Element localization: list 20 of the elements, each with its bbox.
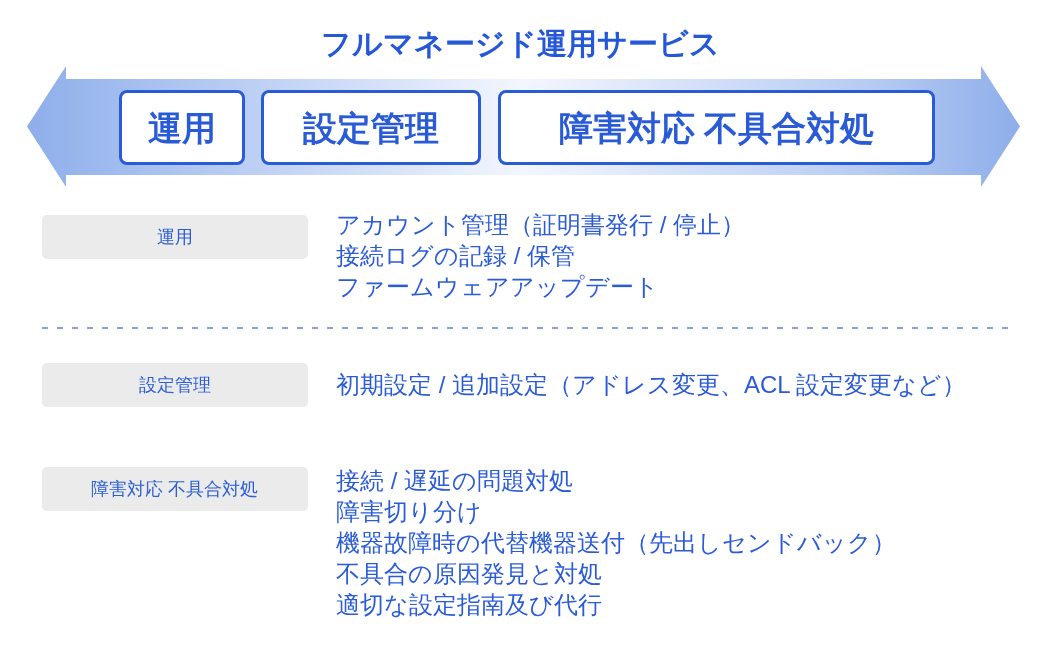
double-arrow-band (27, 66, 1020, 187)
description-text: 適切な設定指南及び代行 (336, 590, 602, 620)
description-text: 接続 / 遅延の問題対処 (336, 466, 573, 496)
title: フルマネージド運用サービス (321, 29, 720, 59)
description-text: アカウント管理（証明書発行 / 停止） (336, 210, 745, 240)
service-box (498, 90, 935, 165)
service-box (119, 90, 245, 165)
description-text: 初期設定 / 追加設定（アドレス変更、ACL 設定変更など） (336, 370, 967, 400)
description-text: 接続ログの記録 / 保管 (336, 241, 575, 271)
service-box (261, 90, 481, 165)
category-label: 設定管理 (139, 376, 211, 394)
description-text: ファームウェアアップデート (336, 272, 659, 302)
description-text: 機器故障時の代替機器送付（先出しセンドバック） (336, 528, 896, 558)
description-text: 障害切り分け (336, 497, 482, 527)
service-label: 設定管理 (303, 110, 439, 145)
description-text: 不具合の原因発見と対処 (336, 559, 602, 589)
category-label: 運用 (157, 228, 193, 246)
service-label: 運用 (148, 110, 216, 145)
category-label: 障害対応 不具合対処 (91, 480, 259, 498)
service-label: 障害対応 不具合対処 (558, 110, 875, 145)
